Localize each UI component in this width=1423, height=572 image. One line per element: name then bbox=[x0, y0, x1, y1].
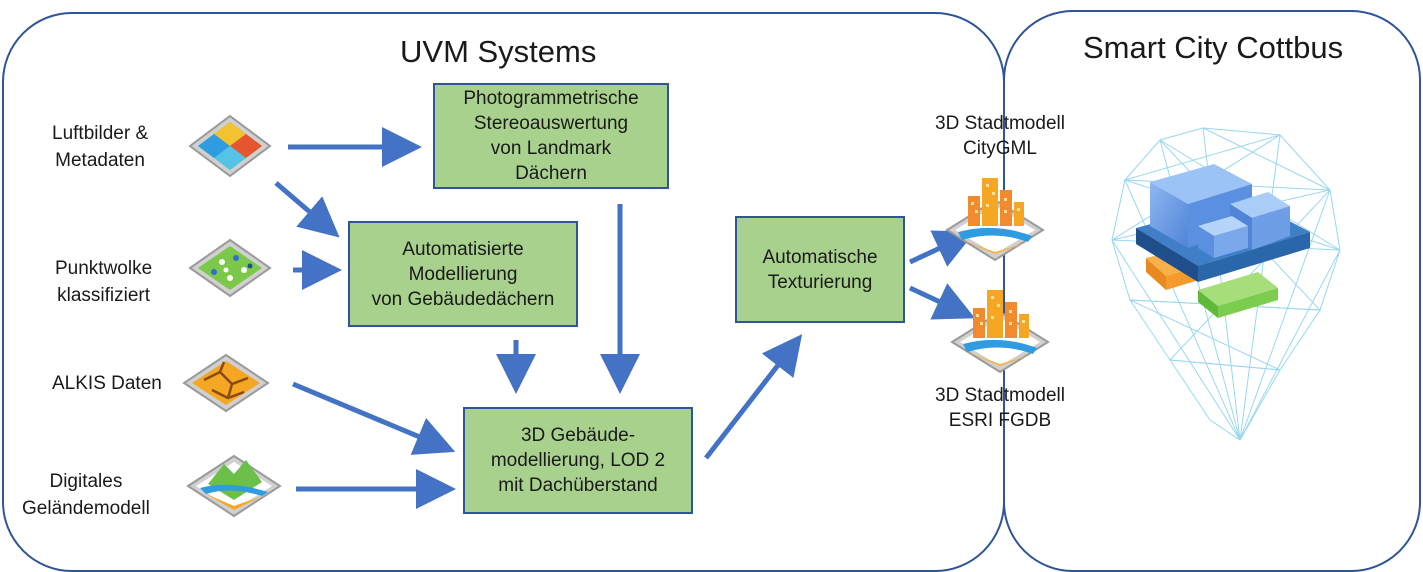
input-dgm-label: Digitales Geländemodell bbox=[22, 468, 150, 522]
cadastre-icon bbox=[182, 353, 270, 413]
box-photogrammetrie: Photogrammetrische Stereoauswertung von … bbox=[433, 83, 669, 189]
luftbilder-label-line2: Metadaten bbox=[55, 150, 145, 171]
arrow-gebaeude-to-texturierung bbox=[704, 334, 803, 460]
dgm-label-line1: Digitales bbox=[49, 471, 123, 492]
output-citygml-label: 3D Stadtmodell CityGML bbox=[935, 113, 1065, 159]
smart-panel-title: Smart City Cottbus bbox=[1083, 30, 1344, 65]
alkis-label-line1: ALKIS Daten bbox=[52, 373, 162, 394]
arrow-luftbilder-to-modellierung bbox=[274, 181, 340, 238]
dgm-label-line2: Geländemodell bbox=[22, 498, 150, 519]
arrow-texturierung-to-citygml bbox=[908, 230, 976, 267]
smart-city-cube-icon bbox=[1111, 127, 1341, 441]
point-cloud-icon bbox=[188, 238, 272, 298]
city-model-icon-fgdb bbox=[950, 290, 1050, 374]
input-punktwolke-label: Punktwolke klassifiziert bbox=[55, 255, 152, 309]
output-fgdb-label: 3D Stadtmodell ESRI FGDB bbox=[935, 385, 1065, 431]
punktwolke-label-line2: klassifiziert bbox=[57, 285, 151, 306]
input-alkis-label: ALKIS Daten bbox=[52, 370, 162, 397]
punktwolke-label-line1: Punktwolke bbox=[55, 258, 153, 279]
input-luftbilder-label: Luftbilder & Metadaten bbox=[52, 120, 148, 174]
uvm-panel-title: UVM Systems bbox=[400, 34, 597, 69]
terrain-model-icon bbox=[186, 454, 282, 518]
aerial-image-icon bbox=[188, 114, 272, 178]
city-model-icon-citygml bbox=[945, 178, 1045, 262]
box-modellierung: Automatisierte Modellierung von Gebäuded… bbox=[348, 221, 578, 327]
arrow-texturierung-to-fgdb bbox=[908, 283, 976, 320]
box-gebaeudemodellierung: 3D Gebäude- modellierung, LOD 2 mit Dach… bbox=[463, 407, 693, 514]
luftbilder-label-line1: Luftbilder & bbox=[52, 123, 149, 144]
arrow-alkis-to-gebaeude bbox=[292, 381, 456, 455]
box-texturierung: Automatische Texturierung bbox=[735, 216, 905, 323]
